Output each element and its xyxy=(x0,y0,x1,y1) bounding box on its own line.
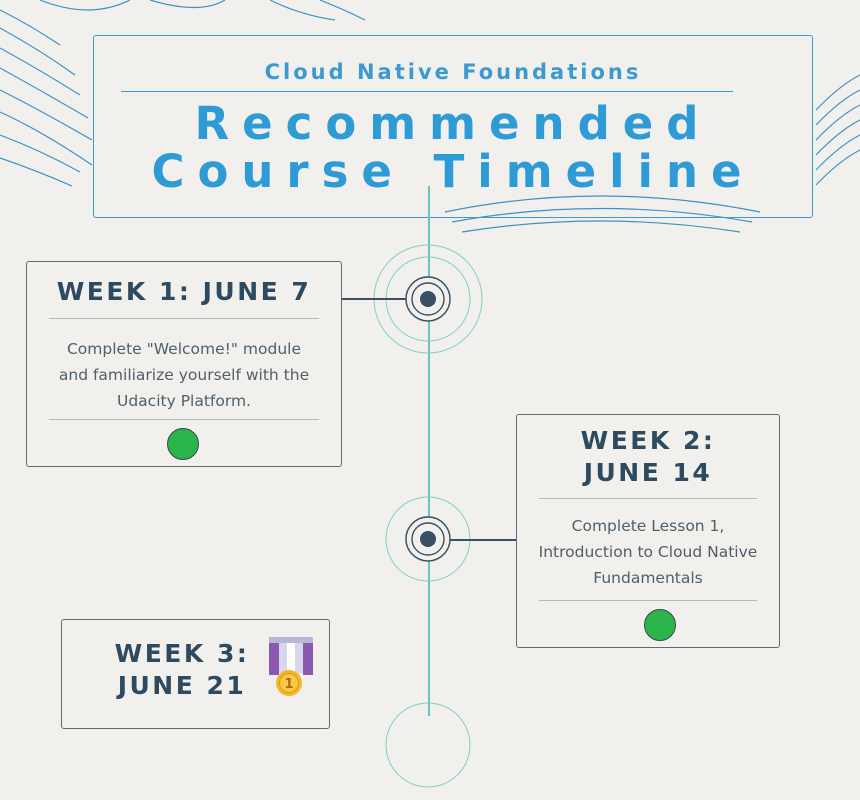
week-2-title: WEEK 2: JUNE 14 xyxy=(517,425,779,489)
week-2-title-line-1: WEEK 2: xyxy=(580,426,716,455)
week-3-title: WEEK 3: JUNE 21 xyxy=(62,638,302,702)
header-box: Cloud Native Foundations Recommended Cou… xyxy=(93,35,813,218)
connector-week-1 xyxy=(318,298,406,300)
week-2-divider-bottom xyxy=(539,600,757,601)
week-1-card: WEEK 1: JUNE 7 Complete "Welcome!" modul… xyxy=(26,261,342,467)
week-1-title: WEEK 1: JUNE 7 xyxy=(56,277,312,306)
week-2-description-line-2: Introduction to Cloud Native xyxy=(538,543,758,561)
week-2-divider-top xyxy=(539,498,757,499)
page-title: Recommended Course Timeline xyxy=(94,100,812,196)
week-1-description: Complete "Welcome!" module and familiari… xyxy=(27,336,341,414)
week-1-description-line-3: Udacity Platform. xyxy=(117,392,251,410)
week-2-description-line-1: Complete Lesson 1, xyxy=(571,517,725,535)
header-divider xyxy=(121,91,733,92)
week-1-divider-bottom xyxy=(49,419,319,420)
timeline-node-week-2 xyxy=(385,496,471,582)
medal-number: 1 xyxy=(284,677,293,692)
course-name: Cloud Native Foundations xyxy=(264,60,642,84)
page-title-line-1: Recommended xyxy=(194,97,712,150)
week-3-title-line-1: WEEK 3: xyxy=(114,639,250,668)
week-2-description: Complete Lesson 1, Introduction to Cloud… xyxy=(517,513,779,591)
week-1-status-indicator xyxy=(167,428,199,460)
week-2-card: WEEK 2: JUNE 14 Complete Lesson 1, Intro… xyxy=(516,414,780,648)
week-3-title-line-2: JUNE 21 xyxy=(117,671,247,700)
medal-icon: 1 xyxy=(269,637,313,696)
timeline-spine xyxy=(428,186,430,716)
week-1-description-line-1: Complete "Welcome!" module xyxy=(66,340,301,358)
week-1-description-line-2: and familiarize yourself with the xyxy=(58,366,310,384)
week-2-description-line-3: Fundamentals xyxy=(593,569,703,587)
week-1-divider-top xyxy=(49,318,319,319)
page-title-line-2: Course Timeline xyxy=(151,145,755,198)
right-swirl-lines xyxy=(815,74,860,186)
week-2-status-indicator xyxy=(644,609,676,641)
connector-week-2 xyxy=(450,539,530,541)
week-2-title-line-2: JUNE 14 xyxy=(583,458,713,487)
timeline-node-week-3 xyxy=(385,702,471,788)
